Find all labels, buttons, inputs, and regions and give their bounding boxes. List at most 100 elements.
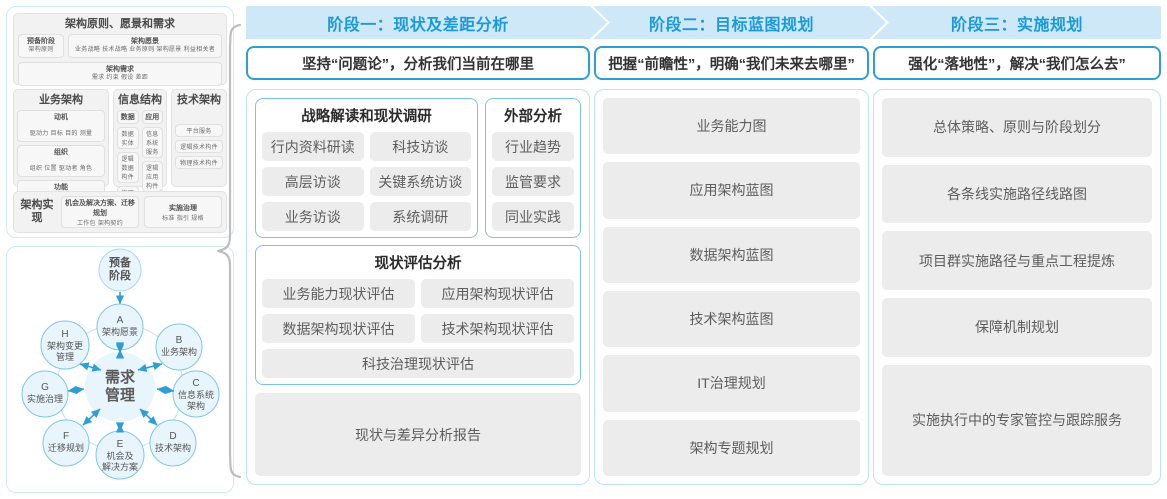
list-item[interactable]: 监管要求 (492, 167, 574, 196)
list-item[interactable]: 业务能力图 (603, 98, 860, 155)
business-motivation-items: 驱动力 目标 目的 测量 (29, 131, 93, 137)
business-organization-cell: 组织 组织 位置 驱动者 角色 (17, 145, 105, 177)
external-analysis-group: 外部分析 行业趋势 监管要求 同业实践 (485, 98, 581, 238)
business-architecture-column: 业务架构 动机 驱动力 目标 目的 测量 组织 组织 位置 驱动者 角色 功能 (13, 89, 109, 212)
physical-technology-component-cell: 物理技术构件 (175, 156, 223, 169)
adm-cycle-diagram: 需求 管理 预备 阶段 A 架构愿景 B 业务架构 (21, 248, 220, 480)
preliminary-stage-items: 架构原则 (28, 47, 54, 53)
adm-node-g: G 实施治理 (21, 370, 69, 418)
list-item[interactable]: 同业实践 (492, 202, 574, 231)
adm-center-label-line2: 管理 (105, 386, 135, 404)
svg-text:B: B (176, 335, 183, 346)
platform-service-cell: 平台服务 (175, 124, 223, 137)
svg-text:管理: 管理 (56, 351, 74, 362)
svg-text:D: D (169, 431, 176, 442)
phase-1-report[interactable]: 现状与差异分析报告 (255, 393, 581, 476)
data-subcolumn-heading: 数据 (117, 110, 139, 124)
current-state-assessment-title: 现状评估分析 (374, 256, 462, 272)
principles-vision-requirements-block: 架构原则、愿景和需求 预备阶段 架构原则 架构愿景 业务战略 技术战略 业务原则… (13, 13, 227, 86)
svg-text:解决方案: 解决方案 (102, 461, 138, 472)
svg-text:架构变更: 架构变更 (47, 340, 83, 351)
adm-preliminary-node (98, 248, 142, 292)
logical-application-component-cell: 逻辑应用构件 (141, 161, 163, 192)
external-analysis-title: 外部分析 (504, 109, 562, 125)
list-item[interactable]: 高层访谈 (262, 167, 364, 196)
list-item[interactable]: 总体策略、原则与阶段划分 (882, 98, 1152, 157)
preliminary-stage-heading: 预备阶段 (27, 38, 55, 45)
adm-node-h: H 架构变更 管理 (40, 320, 90, 370)
architecture-vision-heading: 架构愿景 (131, 38, 159, 45)
phase-2-header: 阶段二：目标蓝图规划 (593, 6, 886, 39)
phase-1-subtitle: 坚持“问题论”，分析我们当前在哪里 (246, 46, 590, 80)
adm-node-a: A 架构愿景 (96, 303, 144, 351)
svg-text:架构: 架构 (187, 400, 205, 411)
architecture-realization-block: 架构实现 机会及解决方案、迁移规划 工作包 架构契约 实施治理 标准 指引 规格 (13, 191, 227, 233)
reference-column: 架构原则、愿景和需求 预备阶段 架构原则 架构愿景 业务战略 技术战略 业务原则… (6, 6, 234, 493)
svg-text:E: E (117, 439, 124, 450)
implementation-governance-heading: 实施治理 (169, 204, 197, 212)
adm-node-c: C 信息系统 架构 (172, 370, 220, 418)
architecture-requirements-items: 需求 约束 假设 差距 (91, 75, 149, 81)
list-item[interactable]: 技术架构现状评估 (421, 314, 574, 343)
phase-3-body: 总体策略、原则与阶段划分 各条线实施路径线路图 项目群实施路径与重点工程提炼 保… (873, 89, 1161, 485)
information-system-service-cell: 信息系统服务 (141, 127, 163, 158)
list-item[interactable]: 技术架构蓝图 (603, 290, 860, 348)
adm-cycle-panel: 需求 管理 预备 阶段 A 架构愿景 B 业务架构 (6, 246, 234, 493)
svg-text:业务架构: 业务架构 (161, 346, 197, 357)
adm-node-d: D 技术架构 (149, 419, 197, 467)
architecture-vision-items: 业务战略 技术战略 业务原则 架构愿景 利益相关者 (74, 47, 216, 53)
adm-center-node (85, 352, 155, 422)
svg-text:迁移规划: 迁移规划 (48, 442, 84, 453)
list-item[interactable]: 科技访谈 (369, 132, 471, 161)
list-item[interactable]: 实施执行中的专家管控与跟踪服务 (882, 364, 1152, 476)
application-subcolumn-heading: 应用 (141, 110, 163, 124)
adm-center-label-line1: 需求 (105, 368, 136, 386)
togaf-content-framework-panel: 架构原则、愿景和需求 预备阶段 架构原则 架构愿景 业务战略 技术战略 业务原则… (6, 6, 234, 238)
list-item[interactable]: 行业趋势 (492, 132, 574, 161)
opportunities-migration-cell: 机会及解决方案、迁移规划 工作包 架构契约 (61, 196, 139, 228)
architecture-vision-cell: 架构愿景 业务战略 技术战略 业务原则 架构愿景 利益相关者 (68, 34, 222, 58)
phase-1-chevron-icon (590, 6, 607, 39)
list-item[interactable]: 各条线实施路径线路图 (882, 164, 1152, 224)
list-item[interactable]: 应用架构现状评估 (421, 279, 574, 308)
svg-text:H: H (61, 329, 68, 340)
adm-preliminary-line2: 阶段 (109, 268, 131, 282)
adm-node-e: E 机会及 解决方案 (95, 430, 145, 480)
phase-2-header-label: 阶段二：目标蓝图规划 (648, 16, 814, 34)
implementation-governance-cell: 实施治理 标准 指引 规格 (144, 196, 222, 228)
svg-text:信息系统: 信息系统 (178, 389, 214, 400)
principles-block-title: 架构原则、愿景和需求 (65, 18, 175, 30)
information-structure-column: 信息结构 数据 数据实体 逻辑数据构件 物理数据构件 应用 信息系统服务 逻辑应… (113, 89, 167, 226)
opportunities-migration-items: 工作包 架构契约 (76, 220, 124, 227)
logical-technology-component-cell: 逻辑技术构件 (175, 140, 223, 153)
list-item[interactable]: 数据架构现状评估 (262, 314, 415, 343)
list-item[interactable]: 系统调研 (369, 202, 471, 231)
list-item[interactable]: 保障机制规划 (882, 297, 1152, 357)
phase-3-subtitle: 强化“落地性”，解决“我们怎么去” (873, 46, 1161, 80)
logical-data-component-cell: 逻辑数据构件 (117, 152, 139, 183)
adm-preliminary-line1: 预备 (109, 255, 132, 269)
adm-node-f: F 迁移规划 (42, 419, 90, 467)
list-item[interactable]: 业务能力现状评估 (262, 279, 415, 308)
list-item[interactable]: 数据架构蓝图 (603, 226, 860, 283)
list-item[interactable]: 业务访谈 (262, 202, 364, 231)
phase-3-header-label: 阶段三：实施规划 (950, 16, 1083, 34)
svg-text:机会及: 机会及 (106, 450, 133, 461)
phase-3-header: 阶段三：实施规划 (872, 6, 1161, 39)
list-item[interactable]: 架构专题规划 (603, 419, 860, 476)
architecture-requirements-heading: 架构需求 (106, 66, 134, 73)
technology-architecture-column: 技术架构 平台服务 逻辑技术构件 物理技术构件 (171, 89, 227, 187)
adm-spokes (67, 342, 175, 433)
business-motivation-heading: 动机 (54, 114, 68, 121)
list-item[interactable]: 科技治理现状评估 (262, 349, 574, 378)
list-item[interactable]: 应用架构蓝图 (603, 162, 860, 219)
phase-2-chevron-icon (869, 6, 886, 39)
phase-column-3: 阶段三：实施规划 强化“落地性”，解决“我们怎么去” 总体策略、原则与阶段划分 … (872, 6, 1161, 493)
list-item[interactable]: 行内资料研读 (262, 132, 364, 161)
list-item[interactable]: IT治理规划 (603, 355, 860, 412)
list-item[interactable]: 项目群实施路径与重点工程提炼 (882, 231, 1152, 290)
list-item[interactable]: 关键系统访谈 (369, 167, 471, 196)
phase-1-body: 战略解读和现状调研 行内资料研读 科技访谈 高层访谈 关键系统访谈 业务访谈 系… (246, 89, 590, 485)
adm-node-b: B 业务架构 (155, 323, 203, 371)
phase-2-subtitle: 把握“前瞻性”，明确“我们未来去哪里” (594, 46, 869, 80)
